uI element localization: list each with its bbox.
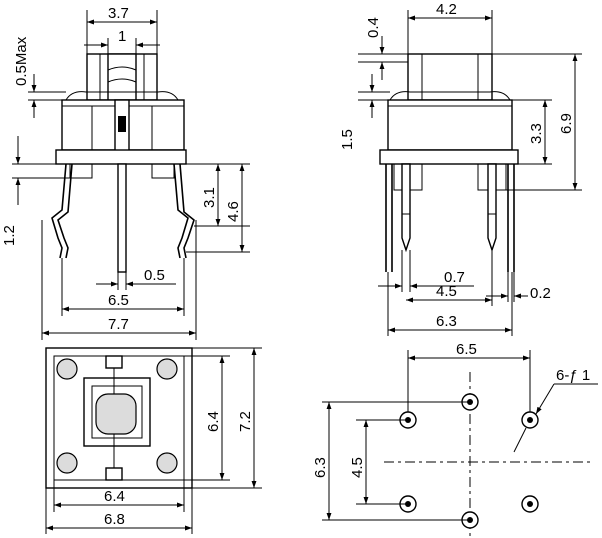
front-cap <box>407 53 493 101</box>
dim-6.8: 6.8 <box>104 511 125 528</box>
side-view-dims: 3.7 1 0.5Max 1.2 3.1 4.6 0.5 <box>1 5 250 340</box>
top-view <box>45 347 193 489</box>
dim-4.6: 4.6 <box>225 201 242 222</box>
side-view <box>51 53 195 273</box>
dim-0.5max: 0.5Max <box>13 36 30 86</box>
dim-6.9: 6.9 <box>558 113 575 134</box>
dim-6.3-front: 6.3 <box>436 313 457 330</box>
pcb-dims: 6.5 6-ƒ 1 6.3 4.5 <box>312 341 598 521</box>
dim-3.1: 3.1 <box>201 187 218 208</box>
dim-1.2: 1.2 <box>1 225 18 246</box>
top-plunger <box>95 393 137 435</box>
dim-0.4: 0.4 <box>365 17 382 38</box>
dim-6.3-pcb: 6.3 <box>312 457 329 478</box>
dim-7.7: 7.7 <box>108 316 129 333</box>
dim-4.2: 4.2 <box>436 1 457 18</box>
dim-6.4-horiz: 6.4 <box>104 488 125 505</box>
dim-6.4-vert: 6.4 <box>205 411 222 432</box>
dim-0.7: 0.7 <box>444 269 465 286</box>
front-view <box>379 53 519 272</box>
dim-6.5-pcb: 6.5 <box>456 341 477 358</box>
dim-1.5: 1.5 <box>339 129 356 150</box>
pcb-footprint <box>384 372 592 536</box>
dim-0.5: 0.5 <box>144 267 165 284</box>
dim-4.5-pcb: 4.5 <box>349 457 366 478</box>
dim-3.7: 3.7 <box>108 5 129 22</box>
dim-hole-callout: 6-ƒ 1 <box>556 367 590 384</box>
front-body <box>387 99 513 151</box>
dim-4.5: 4.5 <box>436 283 457 300</box>
front-view-dims: 4.2 0.4 1.5 3.3 6.9 0.7 4.5 <box>339 1 582 336</box>
dim-3.3: 3.3 <box>528 123 545 144</box>
dim-1: 1 <box>118 28 126 45</box>
dim-0.2: 0.2 <box>530 285 551 302</box>
dim-6.5: 6.5 <box>108 292 129 309</box>
dim-7.2: 7.2 <box>237 411 254 432</box>
top-view-dims: 6.4 7.2 6.4 6.8 <box>45 347 262 534</box>
